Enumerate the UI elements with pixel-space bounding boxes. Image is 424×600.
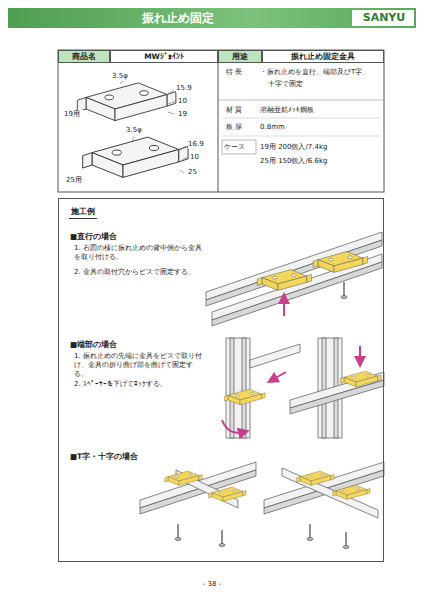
- text-label: ケース: [224, 143, 256, 152]
- text-label: - 38 -: [182, 580, 242, 589]
- text-label: 板 厚: [226, 123, 256, 132]
- dimension-label: 25: [188, 168, 204, 177]
- text-label: ■直行の場合: [70, 232, 210, 241]
- text-label: 溶融亜鉛ﾒｯｷ鋼板: [260, 106, 382, 115]
- cell-text: 施工例: [69, 207, 97, 219]
- dimension-label: 19用: [64, 110, 88, 119]
- text-label: 19用 200個入/7.4kg: [260, 143, 382, 152]
- page-title: 振れ止め固定: [8, 8, 348, 28]
- cell-text: 振れ止め固定金具: [291, 52, 355, 62]
- dimension-label: 25用: [66, 176, 90, 185]
- spec-cell: 用途: [218, 50, 262, 63]
- dimension-label: 3.5φ: [126, 126, 150, 135]
- text-label: 2. 金具の取付穴からビスで固定する。: [74, 268, 202, 277]
- text-label: 材 質: [226, 106, 256, 115]
- dimension-label: 16.9: [188, 140, 212, 149]
- text-label: 1. 右図の様に振れ止めの背中側から金具を取り付ける。: [74, 244, 202, 262]
- text-label: 1. 振れ止めの先端に金具をビスで取り付け、金具の折り曲げ部を曲げて固定する。: [74, 352, 202, 378]
- text-label: ・振れ止めを直行、端部及びT字、: [260, 68, 382, 77]
- cell-text: 用途: [232, 52, 248, 62]
- text-label: 2. ｽﾍﾟｰｻｰを下げてﾛｯｸする。: [74, 380, 202, 389]
- dimension-label: 19: [178, 110, 194, 119]
- text-label: 十字で固定: [268, 80, 378, 89]
- text-label: 特 長: [226, 68, 256, 77]
- spec-cell: MWｼﾞｮｲﾝﾄ: [110, 50, 218, 63]
- text-label: ■T字・十字の場合: [70, 452, 210, 461]
- dimension-label: 10: [190, 153, 206, 162]
- cell-text: MWｼﾞｮｲﾝﾄ: [144, 52, 184, 61]
- cell-text: 商品名: [72, 52, 96, 62]
- dimension-label: 15.9: [176, 84, 200, 93]
- text-label: 0.8mm: [260, 123, 382, 132]
- text-label: ■端部の場合: [70, 340, 210, 349]
- dimension-label: 3.5φ: [112, 72, 136, 81]
- spec-cell: 振れ止め固定金具: [262, 50, 384, 63]
- dimension-label: 10: [178, 97, 194, 106]
- spec-cell: 商品名: [58, 50, 110, 63]
- brand-logo: SANYU: [354, 11, 414, 25]
- text-label: 25用 150個入/6.6kg: [260, 157, 382, 166]
